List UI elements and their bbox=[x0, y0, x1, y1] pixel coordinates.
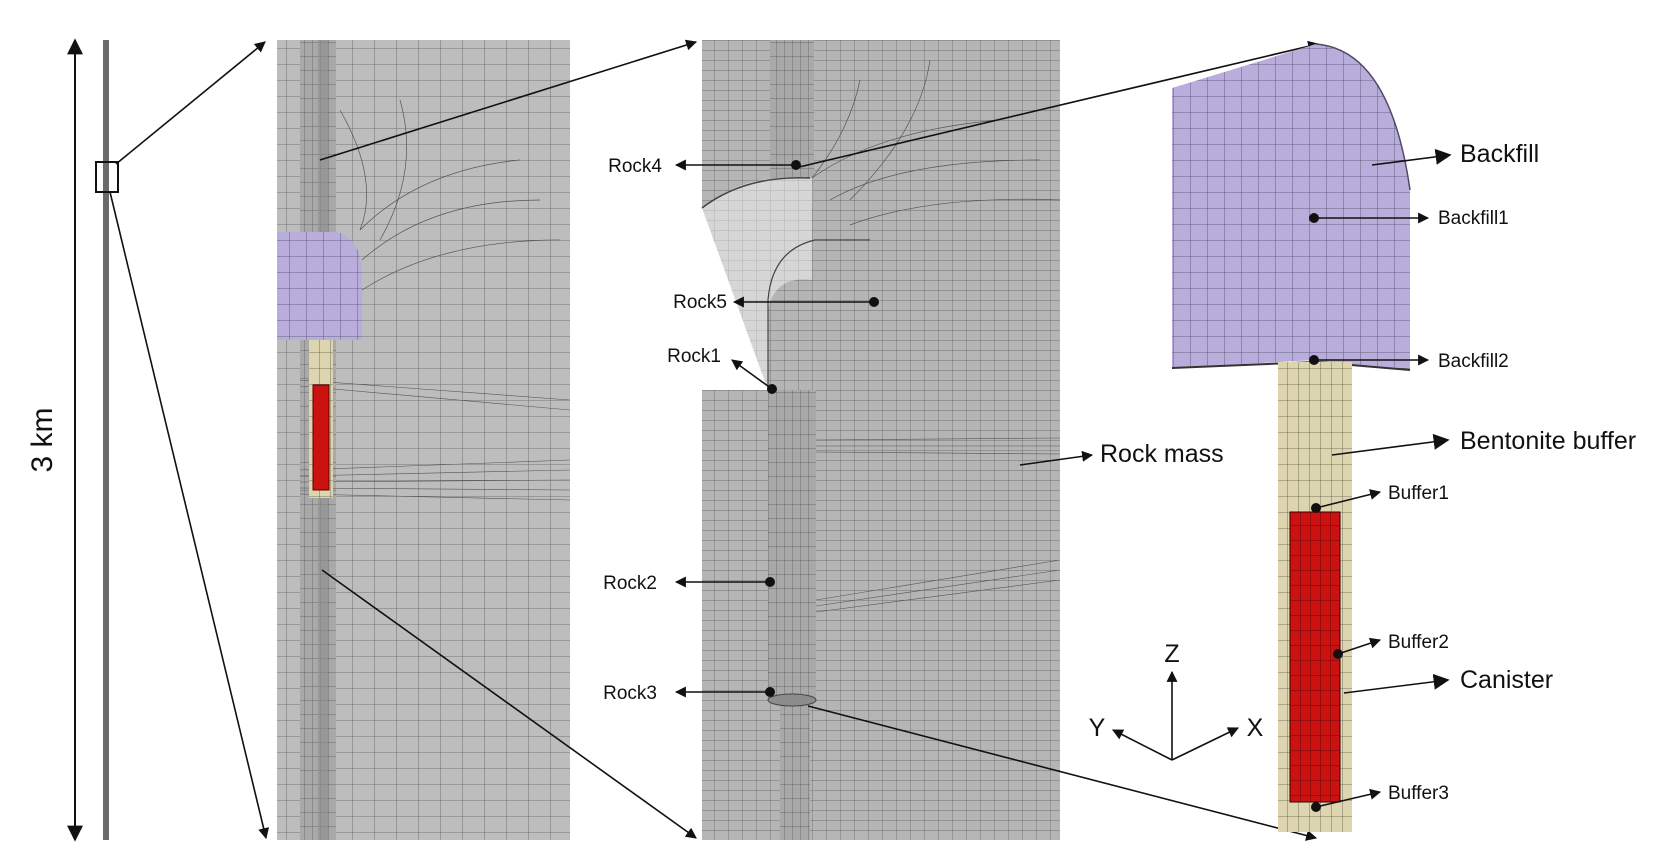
panel-overview-mesh bbox=[277, 40, 571, 840]
zoom-lines-1 bbox=[109, 41, 270, 840]
scale-label: 3 km bbox=[26, 407, 59, 472]
axis-z-label: Z bbox=[1164, 640, 1179, 668]
label-backfill2: Backfill2 bbox=[1438, 351, 1509, 372]
label-rock3: Rock3 bbox=[603, 683, 657, 704]
borehole-rod bbox=[95, 40, 119, 840]
label-rock1: Rock1 bbox=[667, 346, 721, 367]
label-rock2: Rock2 bbox=[603, 573, 657, 594]
rock-points bbox=[765, 160, 879, 697]
label-backfill: Backfill bbox=[1460, 140, 1539, 168]
panel-rock-detail bbox=[701, 40, 1061, 840]
zoom-lines-2 bbox=[319, 39, 698, 839]
label-bentonite-buffer: Bentonite buffer bbox=[1460, 427, 1636, 455]
panel-barrier-3d bbox=[1171, 43, 1411, 832]
axis-y-label: Y bbox=[1089, 714, 1106, 742]
label-buffer3: Buffer3 bbox=[1388, 783, 1449, 804]
label-buffer1: Buffer1 bbox=[1388, 483, 1449, 504]
barrier-points bbox=[1309, 213, 1343, 812]
rock-markers bbox=[674, 159, 1094, 698]
axis-x-label: X bbox=[1247, 714, 1264, 742]
label-rock4: Rock4 bbox=[608, 156, 662, 177]
label-buffer2: Buffer2 bbox=[1388, 632, 1449, 653]
label-canister: Canister bbox=[1460, 666, 1553, 694]
label-rock5: Rock5 bbox=[673, 292, 727, 313]
zoom-box bbox=[95, 161, 119, 193]
barrier-markers bbox=[1314, 148, 1452, 808]
zoom-lines-3 bbox=[794, 40, 1320, 841]
label-rock-mass: Rock mass bbox=[1100, 440, 1224, 468]
coordinate-axes bbox=[1112, 670, 1239, 761]
label-backfill1: Backfill1 bbox=[1438, 208, 1509, 229]
